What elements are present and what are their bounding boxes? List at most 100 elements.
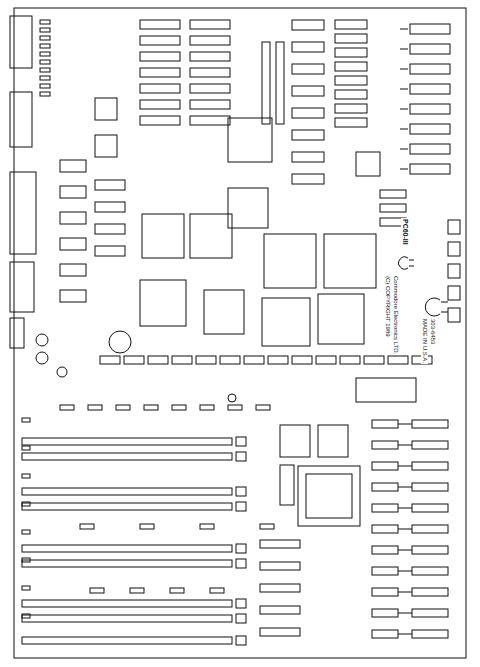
trace [400, 129, 408, 130]
ic-dip [190, 100, 230, 109]
connector [10, 262, 34, 312]
ic-dip [380, 190, 406, 198]
trace [400, 89, 408, 90]
trace [400, 69, 408, 70]
capacitor [22, 586, 30, 590]
commodore-logo [409, 260, 414, 266]
jumper [448, 242, 460, 256]
ic-dip [292, 42, 324, 52]
silkscreen-text: 303-6453 [429, 318, 436, 345]
capacitor [22, 418, 30, 422]
ic-dip [140, 20, 180, 29]
capacitor [130, 588, 144, 593]
trace [398, 445, 412, 446]
ic-dip [372, 462, 398, 470]
capacitor [260, 524, 274, 529]
ic-dip [412, 441, 448, 449]
resistor [172, 356, 192, 364]
plcc-socket [298, 466, 360, 526]
capacitor [36, 352, 48, 364]
ic-dip [95, 180, 125, 190]
expansion-slot [22, 453, 232, 460]
resistor [196, 356, 216, 364]
capacitor [60, 405, 74, 410]
trace [400, 169, 408, 170]
ic-chip [228, 188, 268, 228]
resistor [40, 76, 50, 80]
trace [398, 550, 412, 551]
capacitor [36, 334, 48, 346]
ic-dip [95, 224, 125, 234]
resistor [40, 20, 50, 24]
capacitor [22, 558, 30, 562]
ic-dip [380, 204, 406, 212]
ic-dip [260, 562, 300, 570]
resistor [236, 502, 246, 511]
ic-chip [190, 214, 232, 258]
ic-dip [412, 546, 448, 554]
plcc-socket [306, 474, 352, 518]
ic-chip [280, 465, 294, 505]
ic-dip [412, 420, 448, 428]
ic-dip [190, 68, 230, 77]
ic-dip [190, 36, 230, 45]
ic-dip [372, 483, 398, 491]
ic-dip [412, 609, 448, 617]
ic-chip [356, 152, 380, 176]
ic-dip [372, 609, 398, 617]
ic-dip [60, 238, 86, 250]
connector [276, 42, 284, 124]
capacitor [140, 524, 154, 529]
resistor [236, 452, 246, 461]
capacitor [90, 588, 104, 593]
ic-dip [412, 525, 448, 533]
resistor [244, 356, 264, 364]
capacitor [80, 524, 94, 529]
ic-dip [60, 212, 86, 224]
ic-dip [412, 630, 448, 638]
ic-chip [204, 290, 244, 334]
resistor [148, 356, 168, 364]
capacitor [210, 588, 224, 593]
ic-dip [335, 76, 367, 85]
capacitor [228, 394, 236, 402]
trace [398, 466, 412, 467]
ic-chip [228, 118, 272, 162]
ic-dip [292, 174, 324, 184]
ic-dip [260, 540, 300, 548]
jumper [448, 308, 460, 322]
ic-dip [140, 116, 180, 125]
battery [109, 331, 131, 353]
capacitor [22, 502, 30, 506]
expansion-slot [22, 560, 232, 567]
resistor [40, 44, 50, 48]
ic-dip [372, 567, 398, 575]
trace [400, 29, 408, 30]
ic-chip [318, 294, 364, 344]
jumper [448, 220, 460, 234]
ic-dip [292, 20, 324, 30]
ic-dip [190, 84, 230, 93]
ic-dip [335, 90, 367, 99]
resistor [40, 36, 50, 40]
ic-dip [412, 462, 448, 470]
ic-dip [190, 116, 230, 125]
expansion-slot [22, 637, 232, 644]
ic-dip [190, 20, 230, 29]
resistor [292, 356, 312, 364]
resistor [40, 52, 50, 56]
resistor [220, 356, 240, 364]
resistor [100, 356, 120, 364]
ic-dip [260, 584, 300, 592]
jumper [448, 286, 460, 300]
capacitor [22, 614, 30, 618]
ic-dip [335, 34, 367, 43]
resistor [40, 92, 50, 96]
ic-dip [140, 36, 180, 45]
ic-chip [95, 98, 117, 120]
trace [398, 508, 412, 509]
resistor [40, 68, 50, 72]
resistor [124, 356, 144, 364]
